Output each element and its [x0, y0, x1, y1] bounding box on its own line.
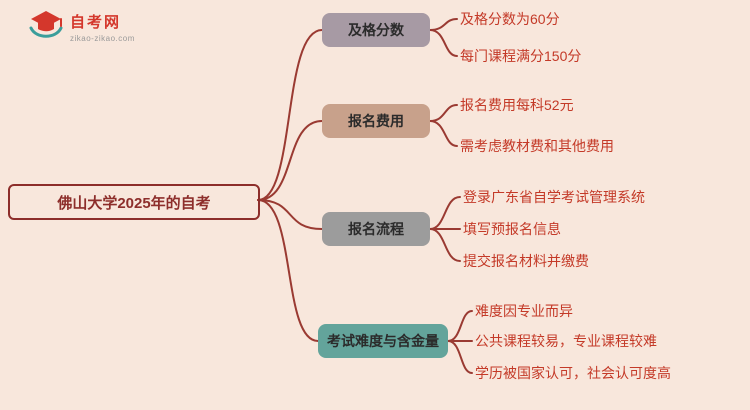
branch-passing-score: 及格分数: [322, 13, 430, 47]
connector-b1-leaf2: [429, 29, 458, 57]
leaf-item: 及格分数为60分: [460, 11, 560, 27]
logo-site-name: 自考网: [70, 14, 122, 31]
leaf-item: 填写预报名信息: [463, 221, 561, 237]
graduation-cap-icon: [29, 11, 63, 38]
leaf-item: 学历被国家认可，社会认可度高: [475, 365, 671, 381]
connector-root-branch1: [257, 29, 323, 201]
leaf-item: 难度因专业而异: [475, 303, 573, 319]
connector-b2-leaf2: [429, 120, 458, 147]
root-topic-label: 佛山大学2025年的自考: [57, 194, 211, 212]
branch-difficulty-value: 考试难度与含金量: [318, 324, 448, 358]
branch-label: 报名费用: [348, 113, 404, 129]
logo-site-url: zikao-zikao.com: [70, 34, 135, 43]
connector-b3-leaf1: [429, 196, 461, 230]
connector-b3-leaf3: [429, 228, 461, 262]
leaf-item: 公共课程较易，专业课程较难: [475, 333, 657, 349]
root-topic-node: 佛山大学2025年的自考: [8, 184, 260, 220]
leaf-item: 报名费用每科52元: [460, 97, 574, 113]
connector-root-branch3: [257, 199, 323, 230]
leaf-item: 登录广东省自学考试管理系统: [463, 189, 645, 205]
connector-root-branch4: [257, 199, 319, 342]
connector-b4-leaf3: [447, 340, 473, 374]
branch-label: 考试难度与含金量: [327, 333, 439, 349]
branch-registration-fee: 报名费用: [322, 104, 430, 138]
leaf-item: 需考虑教材费和其他费用: [460, 138, 614, 154]
leaf-item: 提交报名材料并缴费: [463, 253, 589, 269]
leaf-item: 每门课程满分150分: [460, 48, 582, 64]
site-logo: 自考网 zikao-zikao.com: [28, 8, 135, 44]
branch-label: 报名流程: [348, 221, 404, 237]
logo-text: 自考网 zikao-zikao.com: [70, 11, 135, 43]
branch-label: 及格分数: [348, 22, 404, 38]
connector-b4-leaf1: [447, 310, 473, 342]
connector-root-branch2: [257, 120, 323, 201]
connector-b1-leaf1: [429, 18, 458, 31]
branch-registration-process: 报名流程: [322, 212, 430, 246]
connector-b2-leaf1: [429, 104, 458, 122]
